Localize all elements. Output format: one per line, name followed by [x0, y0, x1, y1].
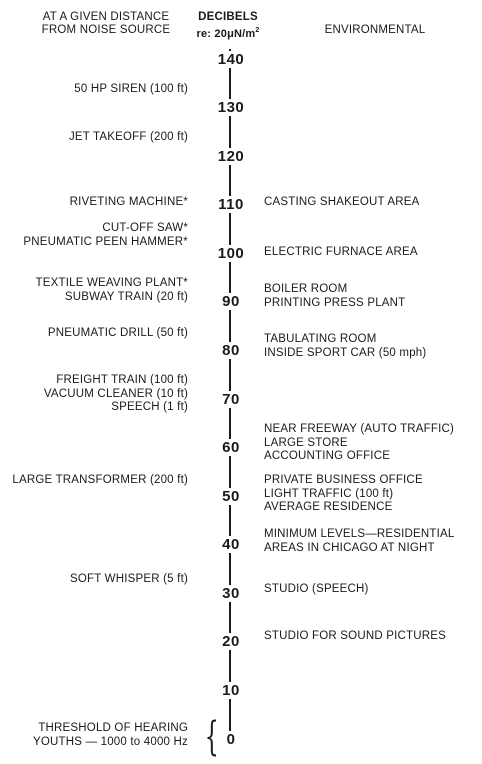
source-siren: 50 HP SIREN (100 ft)	[74, 83, 188, 97]
environment-line: STUDIO (SPEECH)	[264, 583, 369, 595]
source-line: TEXTILE WEAVING PLANT*	[35, 277, 188, 289]
environment-studio-speech: STUDIO (SPEECH)	[264, 583, 369, 597]
source-line: THRESHOLD OF HEARING	[38, 722, 188, 734]
source-column-header: AT A GIVEN DISTANCE FROM NOISE SOURCE	[8, 11, 204, 37]
environment-line: CASTING SHAKEOUT AREA	[264, 196, 420, 208]
source-header-line-2: FROM NOISE SOURCE	[41, 24, 171, 36]
environment-line: INSIDE SPORT CAR (50 mph)	[264, 346, 427, 359]
tick-60: 60	[206, 439, 256, 457]
source-riveting-machine: RIVETING MACHINE*	[70, 196, 188, 210]
environment-line: ACCOUNTING OFFICE	[264, 450, 391, 462]
tick-120: 120	[206, 147, 256, 165]
tick-10: 10	[206, 681, 256, 699]
environmental-column-header: ENVIRONMENTAL	[324, 24, 426, 36]
environment-line: AREAS IN CHICAGO AT NIGHT	[264, 541, 435, 554]
environment-line: BOILER ROOM	[264, 283, 348, 295]
source-freight-vacuum-speech: FREIGHT TRAIN (100 ft) VACUUM CLEANER (1…	[44, 374, 188, 415]
source-weaving-subway: TEXTILE WEAVING PLANT* SUBWAY TRAIN (20 …	[36, 277, 188, 304]
tick-0: 0	[206, 730, 256, 748]
tick-80: 80	[206, 341, 256, 359]
curly-brace-icon: {	[204, 714, 219, 760]
tick-50: 50	[206, 487, 256, 505]
source-line: SPEECH (1 ft)	[111, 401, 188, 413]
source-line: PNEUMATIC PEEN HAMMER*	[23, 235, 188, 248]
environment-line: PRIVATE BUSINESS OFFICE	[264, 474, 423, 486]
environment-tabulating-sportcar: TABULATING ROOM INSIDE SPORT CAR (50 mph…	[264, 333, 426, 360]
reference-exponent: 2	[255, 27, 260, 34]
decibels-title: DECIBELS	[198, 11, 258, 23]
source-jet-takeoff: JET TAKEOFF (200 ft)	[69, 131, 188, 145]
environment-casting-shakeout: CASTING SHAKEOUT AREA	[264, 196, 419, 210]
environment-line: STUDIO FOR SOUND PICTURES	[264, 630, 446, 642]
environment-business-traffic-residence: PRIVATE BUSINESS OFFICE LIGHT TRAFFIC (1…	[264, 474, 423, 515]
decibel-column-header: DECIBELS re: 20μN/m2	[186, 11, 270, 41]
tick-90: 90	[206, 293, 256, 311]
source-soft-whisper: SOFT WHISPER (5 ft)	[70, 573, 188, 587]
tick-140: 140	[206, 50, 256, 68]
environment-line: NEAR FREEWAY (AUTO TRAFFIC)	[264, 423, 455, 435]
environment-electric-furnace: ELECTRIC FURNACE AREA	[264, 246, 418, 260]
environment-freeway-store-office: NEAR FREEWAY (AUTO TRAFFIC) LARGE STORE …	[264, 423, 454, 464]
tick-40: 40	[206, 536, 256, 554]
environment-line: ELECTRIC FURNACE AREA	[264, 246, 418, 258]
source-threshold-of-hearing: THRESHOLD OF HEARING YOUTHS — 1000 to 40…	[33, 722, 188, 749]
environment-studio-sound-pictures: STUDIO FOR SOUND PICTURES	[264, 630, 446, 644]
tick-70: 70	[206, 390, 256, 408]
environment-boiler-printing: BOILER ROOM PRINTING PRESS PLANT	[264, 283, 405, 310]
source-cutoff-saw-peen-hammer: CUT-OFF SAW* PNEUMATIC PEEN HAMMER*	[23, 222, 188, 249]
environment-line: AVERAGE RESIDENCE	[264, 501, 393, 513]
source-header-line-1: AT A GIVEN DISTANCE	[42, 11, 170, 23]
source-line: LARGE TRANSFORMER (200 ft)	[12, 474, 188, 486]
source-line: VACUUM CLEANER (10 ft)	[43, 387, 188, 400]
environment-line: PRINTING PRESS PLANT	[264, 296, 406, 309]
source-line: FREIGHT TRAIN (100 ft)	[56, 374, 188, 386]
tick-130: 130	[206, 99, 256, 117]
source-line: SUBWAY TRAIN (20 ft)	[64, 290, 188, 303]
source-line: YOUTHS — 1000 to 4000 Hz	[32, 735, 188, 748]
source-line: 50 HP SIREN (100 ft)	[74, 83, 188, 95]
environment-line: TABULATING ROOM	[264, 333, 377, 345]
source-large-transformer: LARGE TRANSFORMER (200 ft)	[12, 474, 188, 488]
environment-line: LIGHT TRAFFIC (100 ft)	[264, 487, 394, 500]
environment-minimum-residential: MINIMUM LEVELS—RESIDENTIAL AREAS IN CHIC…	[264, 528, 455, 555]
tick-30: 30	[206, 584, 256, 602]
source-line: SOFT WHISPER (5 ft)	[70, 573, 188, 585]
source-line: RIVETING MACHINE*	[69, 196, 188, 208]
tick-100: 100	[206, 244, 256, 262]
source-line: JET TAKEOFF (200 ft)	[68, 131, 188, 143]
reference-prefix: re: 20	[196, 28, 228, 40]
mu-symbol: μ	[227, 28, 234, 40]
environment-line: MINIMUM LEVELS—RESIDENTIAL	[264, 528, 455, 540]
source-line: CUT-OFF SAW*	[102, 222, 188, 234]
tick-110: 110	[206, 196, 256, 214]
reference-unit: N/m	[234, 28, 256, 40]
source-pneumatic-drill: PNEUMATIC DRILL (50 ft)	[48, 327, 188, 341]
tick-20: 20	[206, 633, 256, 651]
environment-line: LARGE STORE	[264, 436, 348, 449]
source-line: PNEUMATIC DRILL (50 ft)	[47, 327, 188, 339]
decibel-reference: re: 20μN/m2	[186, 24, 270, 41]
